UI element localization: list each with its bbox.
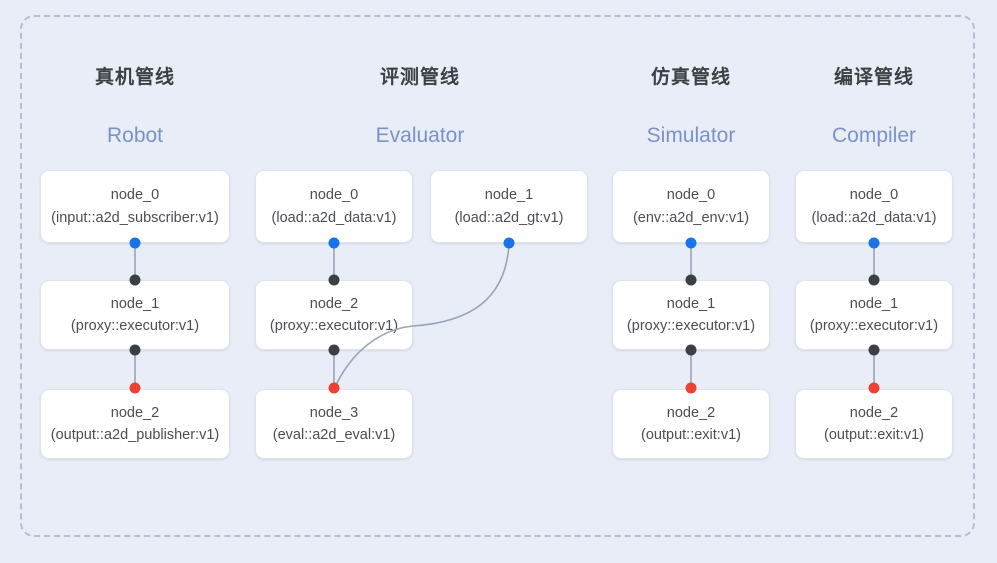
port-output-blue[interactable]	[868, 237, 880, 249]
node-card[interactable]: node_1 (proxy::executor:v1)	[795, 280, 953, 350]
node-spec: (proxy::executor:v1)	[626, 318, 756, 334]
column-title-cn-compiler: 编译管线	[833, 67, 914, 88]
port-output-dark[interactable]	[328, 344, 340, 356]
node-card-side[interactable]: node_1 (load::a2d_gt:v1)	[430, 170, 588, 243]
edge-line	[333, 350, 335, 389]
column-title-en-compiler: Compiler	[831, 124, 917, 147]
edge-line	[873, 350, 875, 389]
node-spec: (env::a2d_env:v1)	[632, 209, 750, 226]
column-title-cn-simulator: 仿真管线	[650, 67, 731, 88]
node-name: node_1	[110, 295, 160, 312]
port-input-red[interactable]	[129, 382, 141, 394]
port-output-blue-side[interactable]	[503, 237, 515, 249]
edge-line	[690, 243, 692, 280]
node-spec: (load::a2d_data:v1)	[271, 209, 397, 226]
node-name: node_0	[110, 187, 160, 204]
port-input-red[interactable]	[868, 382, 880, 394]
node-card[interactable]: node_0 (load::a2d_data:v1)	[795, 170, 953, 243]
dashed-frame	[20, 15, 975, 537]
node-name: node_1	[484, 187, 534, 204]
node-name: node_1	[849, 295, 899, 312]
node-name: node_2	[666, 404, 716, 421]
edge-line	[690, 350, 692, 389]
edge-line	[333, 243, 335, 280]
node-name: node_2	[110, 404, 160, 421]
node-spec: (proxy::executor:v1)	[269, 318, 399, 334]
node-card[interactable]: node_2 (output::exit:v1)	[612, 389, 770, 459]
port-input-red[interactable]	[685, 382, 697, 394]
node-name: node_1	[666, 295, 716, 312]
port-output-dark[interactable]	[129, 344, 141, 356]
column-title-en-evaluator: Evaluator	[375, 124, 465, 147]
node-card[interactable]: node_0 (env::a2d_env:v1)	[612, 170, 770, 243]
port-output-blue[interactable]	[685, 237, 697, 249]
node-spec: (eval::a2d_eval:v1)	[272, 427, 396, 443]
column-title-en-robot: Robot	[106, 124, 164, 147]
node-spec: (proxy::executor:v1)	[70, 318, 200, 334]
node-spec: (output::exit:v1)	[641, 427, 741, 443]
port-output-blue[interactable]	[129, 237, 141, 249]
node-card[interactable]: node_0 (load::a2d_data:v1)	[255, 170, 413, 243]
node-name: node_0	[666, 187, 716, 204]
port-input-dark[interactable]	[328, 274, 340, 286]
port-input-dark[interactable]	[685, 274, 697, 286]
node-name: node_2	[309, 295, 359, 312]
node-spec: (output::exit:v1)	[824, 427, 924, 443]
node-spec: (input::a2d_subscriber:v1)	[51, 209, 219, 226]
column-title-cn-evaluator: 评测管线	[379, 67, 460, 88]
port-input-dark[interactable]	[129, 274, 141, 286]
column-title-en-simulator: Simulator	[646, 124, 736, 147]
node-card[interactable]: node_3 (eval::a2d_eval:v1)	[255, 389, 413, 459]
node-spec: (proxy::executor:v1)	[809, 318, 939, 334]
node-card[interactable]: node_0 (input::a2d_subscriber:v1)	[40, 170, 230, 243]
edge-line	[134, 350, 136, 389]
node-card[interactable]: node_2 (output::a2d_publisher:v1)	[40, 389, 230, 459]
column-title-cn-robot: 真机管线	[94, 67, 175, 88]
node-spec: (output::a2d_publisher:v1)	[50, 427, 220, 443]
port-output-dark[interactable]	[868, 344, 880, 356]
port-output-dark[interactable]	[685, 344, 697, 356]
node-name: node_0	[309, 187, 359, 204]
edge-line	[873, 243, 875, 280]
node-name: node_3	[309, 404, 359, 421]
node-card[interactable]: node_1 (proxy::executor:v1)	[612, 280, 770, 350]
node-card[interactable]: node_1 (proxy::executor:v1)	[40, 280, 230, 350]
node-card[interactable]: node_2 (proxy::executor:v1)	[255, 280, 413, 350]
node-spec: (load::a2d_data:v1)	[811, 209, 937, 226]
port-input-red[interactable]	[328, 382, 340, 394]
port-output-blue[interactable]	[328, 237, 340, 249]
edge-line	[134, 243, 136, 280]
node-spec: (load::a2d_gt:v1)	[454, 209, 564, 226]
node-card[interactable]: node_2 (output::exit:v1)	[795, 389, 953, 459]
port-input-dark[interactable]	[868, 274, 880, 286]
node-name: node_0	[849, 187, 899, 204]
node-name: node_2	[849, 404, 899, 421]
